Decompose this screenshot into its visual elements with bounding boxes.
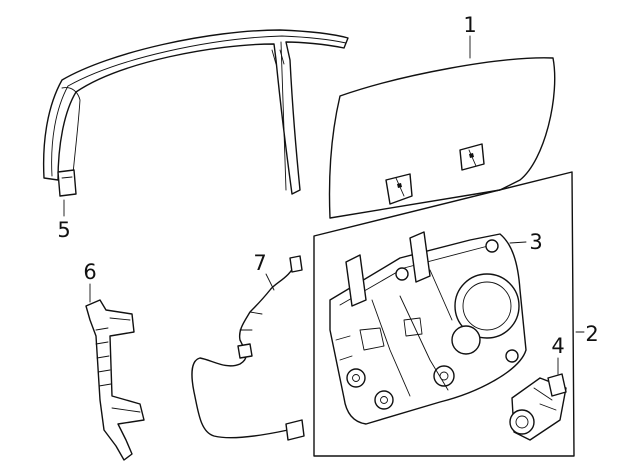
wiring-harness[interactable] <box>191 255 305 441</box>
callout-5: 5 <box>57 218 70 242</box>
callout-3: 3 <box>529 230 542 254</box>
callout-4: 4 <box>551 334 564 358</box>
callout-7: 7 <box>253 251 266 275</box>
window-regulator[interactable] <box>329 231 527 425</box>
callout-6: 6 <box>83 260 96 284</box>
door-glass[interactable] <box>328 57 556 219</box>
regulator-assembly-outline <box>313 171 575 457</box>
callout-2: 2 <box>585 322 598 346</box>
leader-7 <box>265 273 275 291</box>
callout-leader-lines <box>63 35 585 375</box>
callout-1: 1 <box>463 13 476 37</box>
leader-3 <box>509 241 527 244</box>
window-motor[interactable] <box>509 373 567 441</box>
door-frame-channel[interactable] <box>42 29 349 197</box>
door-trim-bracket[interactable] <box>85 299 145 461</box>
